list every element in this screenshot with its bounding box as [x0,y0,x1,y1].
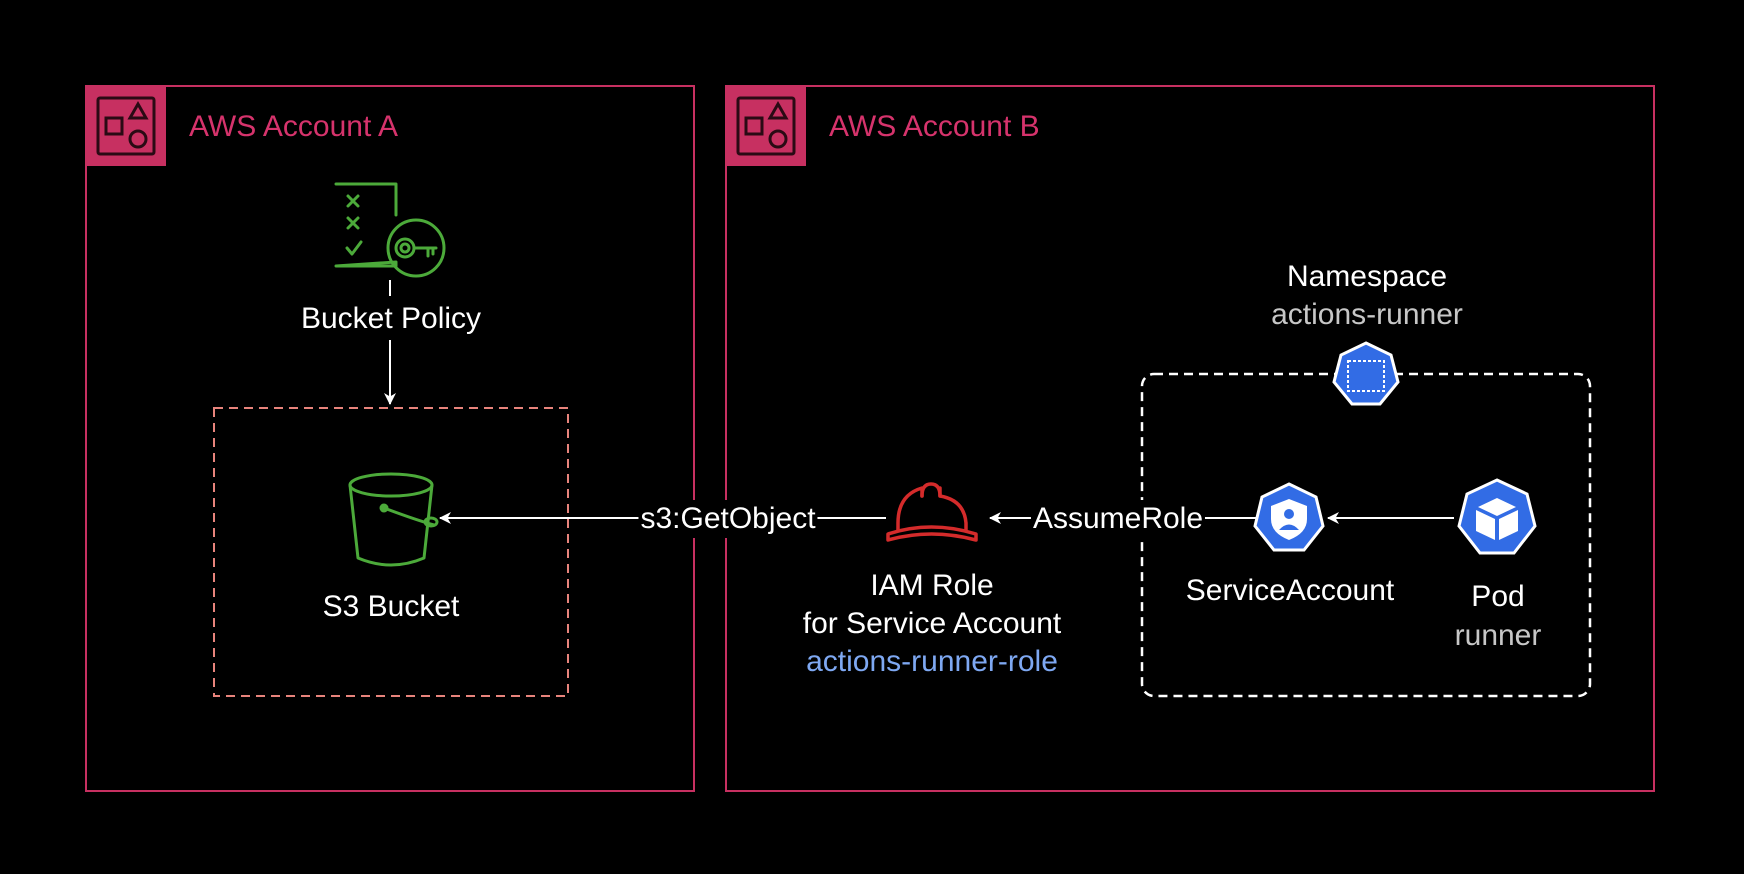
hard-hat-icon [886,482,978,542]
account-a-title: AWS Account A [189,110,398,143]
namespace-name: actions-runner [1271,298,1463,331]
iam-role-name: actions-runner-role [806,645,1058,678]
iam-role-label-line1: IAM Role [870,569,994,602]
namespace-label: Namespace [1286,260,1448,293]
bucket-policy-label: Bucket Policy [300,302,482,335]
account-group-icon [726,86,806,166]
s3-bucket-boundary [213,407,569,697]
getobject-edge-label: s3:GetObject [638,500,818,538]
account-b-container [725,85,1655,792]
account-a-container [85,85,695,792]
account-b-title: AWS Account B [829,110,1040,143]
service-account-label: ServiceAccount [1185,574,1395,607]
assumerole-edge-label: AssumeRole [1030,500,1206,538]
s3-bucket-icon [348,472,439,567]
pod-cube-icon [1457,478,1537,555]
checklist-key-icon [334,182,446,278]
service-account-icon [1253,482,1325,552]
s3-bucket-label: S3 Bucket [322,590,460,623]
pod-label: Pod [1471,580,1525,613]
account-group-icon [86,86,166,166]
iam-role-label-line2: for Service Account [802,607,1062,640]
pod-name: runner [1454,619,1542,652]
namespace-icon [1332,341,1400,406]
